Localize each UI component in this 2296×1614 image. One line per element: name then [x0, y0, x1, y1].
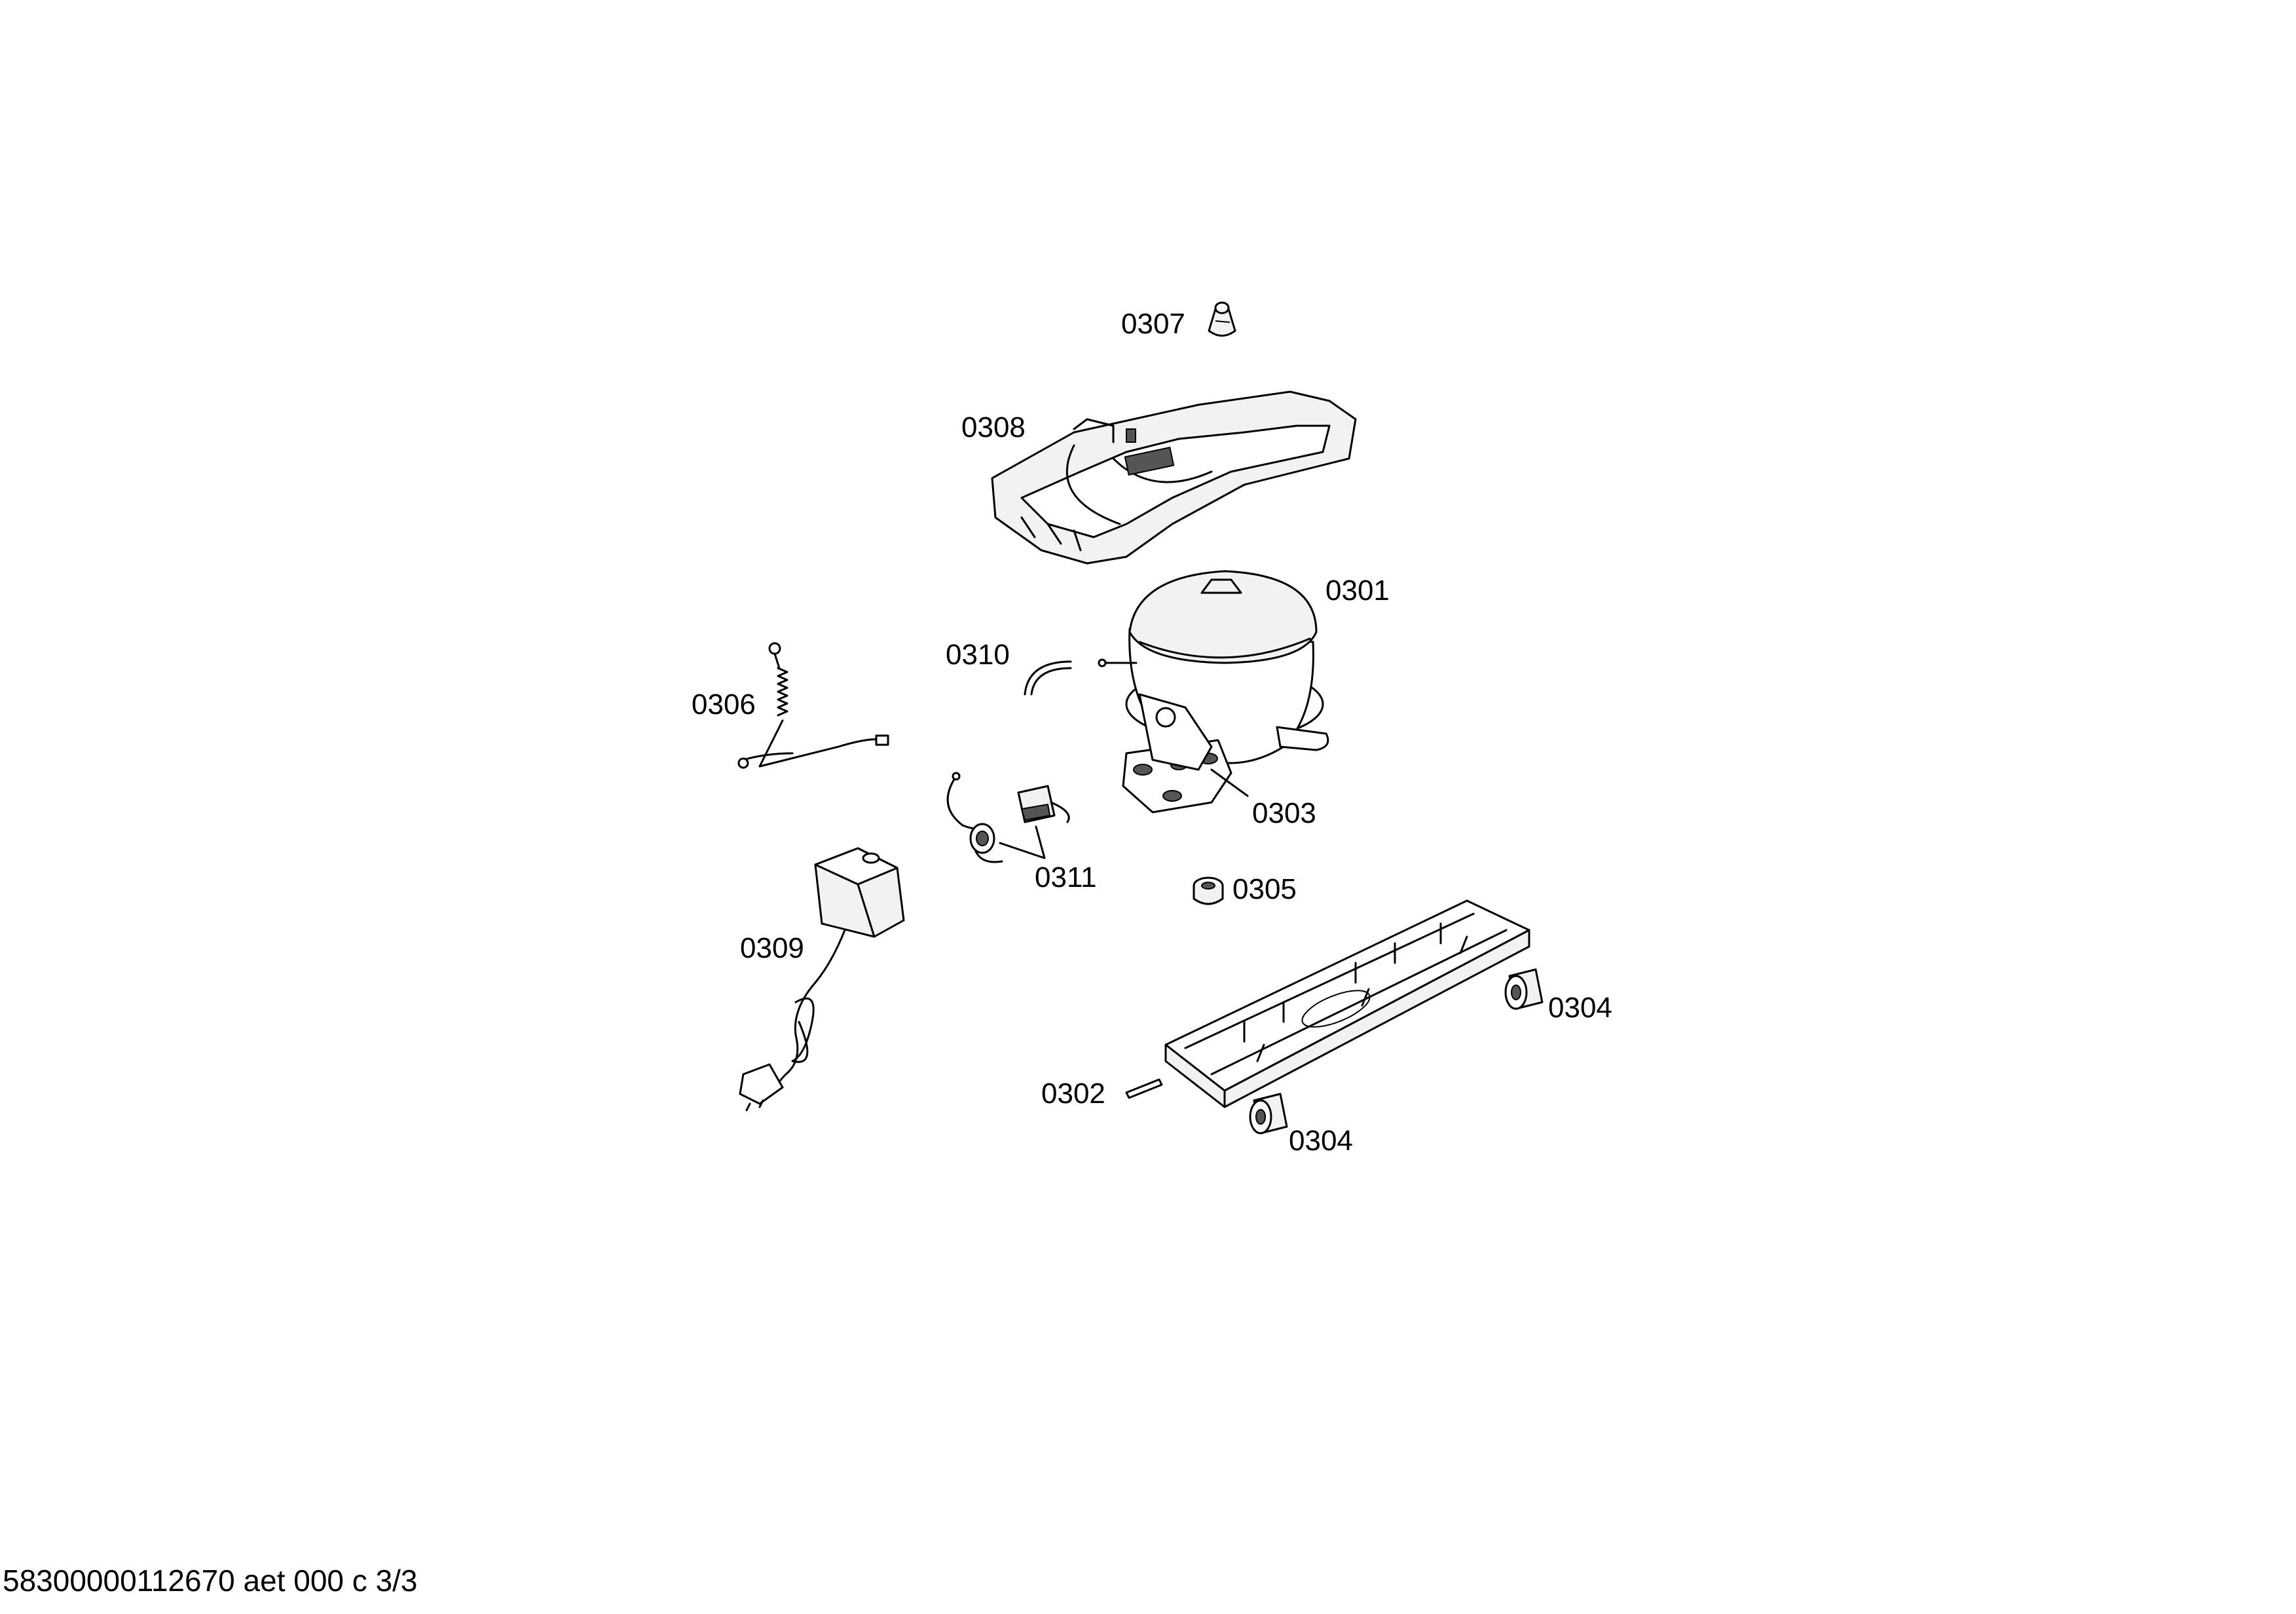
part-0306-cable [737, 642, 889, 769]
part-0304-foot-left [1249, 1093, 1288, 1135]
part-0304-foot-right [1504, 968, 1544, 1010]
label-0303: 0303 [1252, 797, 1316, 829]
part-0305-grommet [1193, 876, 1224, 905]
label-0307: 0307 [1121, 308, 1185, 340]
label-0304-left: 0304 [1289, 1125, 1353, 1157]
label-0310: 0310 [946, 639, 1010, 671]
part-0309-power-cord [739, 847, 905, 1112]
part-0307-cap [1208, 301, 1236, 337]
label-0305: 0305 [1232, 873, 1297, 905]
label-0308: 0308 [961, 411, 1026, 443]
label-0304-right: 0304 [1548, 992, 1612, 1024]
part-0308-tray [991, 390, 1357, 565]
document-footer: 58300000112670 aet 000 c 3/3 [3, 1564, 418, 1598]
part-0303-mounting-bracket [1122, 693, 1249, 814]
part-base-frame [1164, 899, 1530, 1108]
part-0310-tube [1024, 660, 1072, 696]
label-0306: 0306 [692, 688, 756, 721]
part-0302-pin [1125, 1078, 1163, 1099]
label-0302: 0302 [1041, 1078, 1105, 1110]
part-0311-relay [946, 772, 1070, 863]
label-0301: 0301 [1325, 574, 1390, 607]
label-0311: 0311 [1035, 861, 1097, 893]
label-0309: 0309 [740, 932, 804, 964]
part-0301-compressor [1098, 570, 1329, 764]
